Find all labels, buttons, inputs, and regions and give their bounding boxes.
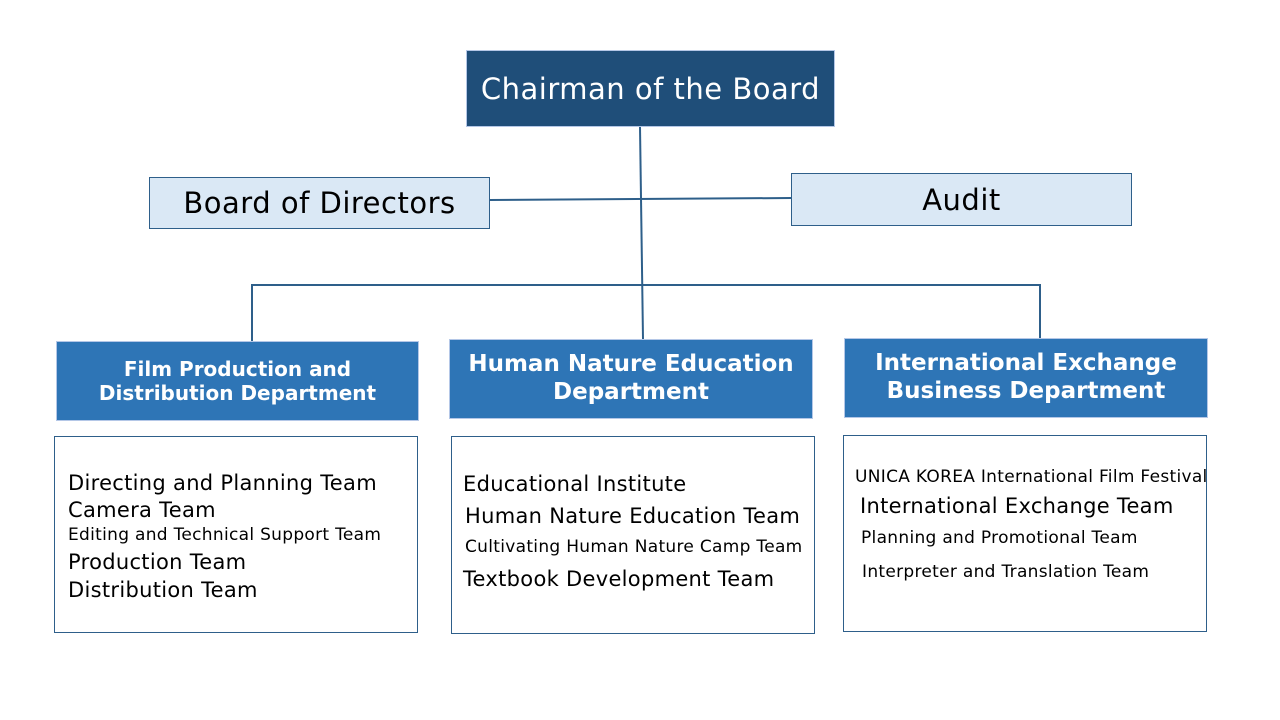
- department-international-exchange: International Exchange Business Departme…: [844, 338, 1208, 418]
- department-title-line: Human Nature Education: [468, 351, 794, 378]
- team-list-international-exchange: UNICA KOREA International Film Festival …: [843, 435, 1207, 632]
- department-title-line: Film Production and: [123, 357, 352, 381]
- chairman-label: Chairman of the Board: [480, 71, 821, 106]
- team-item: Directing and Planning Team: [68, 471, 377, 495]
- team-item: Production Team: [68, 550, 247, 574]
- team-list-film-production: Directing and Planning Team Camera Team …: [54, 436, 418, 633]
- department-title-line: Distribution Department: [98, 381, 377, 405]
- department-human-nature-education: Human Nature Education Department: [449, 339, 813, 419]
- board-label: Board of Directors: [183, 186, 456, 220]
- audit-box: Audit: [791, 173, 1132, 226]
- team-item: Textbook Development Team: [463, 567, 775, 591]
- team-item: Cultivating Human Nature Camp Team: [465, 537, 803, 557]
- connector-board-to-audit: [489, 197, 792, 201]
- department-title-line: International Exchange: [875, 350, 1177, 377]
- team-item: Distribution Team: [68, 578, 258, 602]
- department-film-production: Film Production and Distribution Departm…: [56, 341, 419, 421]
- team-item: UNICA KOREA International Film Festival: [855, 467, 1208, 487]
- team-item: Educational Institute: [463, 472, 687, 496]
- connector-department-bar: [251, 284, 1041, 341]
- team-item: Editing and Technical Support Team: [68, 525, 382, 545]
- team-item: International Exchange Team: [860, 494, 1174, 518]
- audit-label: Audit: [922, 182, 1001, 217]
- connector-chairman-to-departments: [639, 126, 644, 340]
- team-item: Camera Team: [68, 498, 216, 522]
- board-of-directors-box: Board of Directors: [149, 177, 490, 229]
- department-title-line: Business Department: [886, 378, 1166, 404]
- team-list-human-nature-education: Educational Institute Human Nature Educa…: [451, 436, 815, 634]
- department-title-line: Department: [553, 379, 709, 405]
- chairman-box: Chairman of the Board: [466, 50, 835, 127]
- team-item: Planning and Promotional Team: [861, 528, 1138, 548]
- team-item: Interpreter and Translation Team: [862, 562, 1150, 582]
- team-item: Human Nature Education Team: [465, 504, 801, 528]
